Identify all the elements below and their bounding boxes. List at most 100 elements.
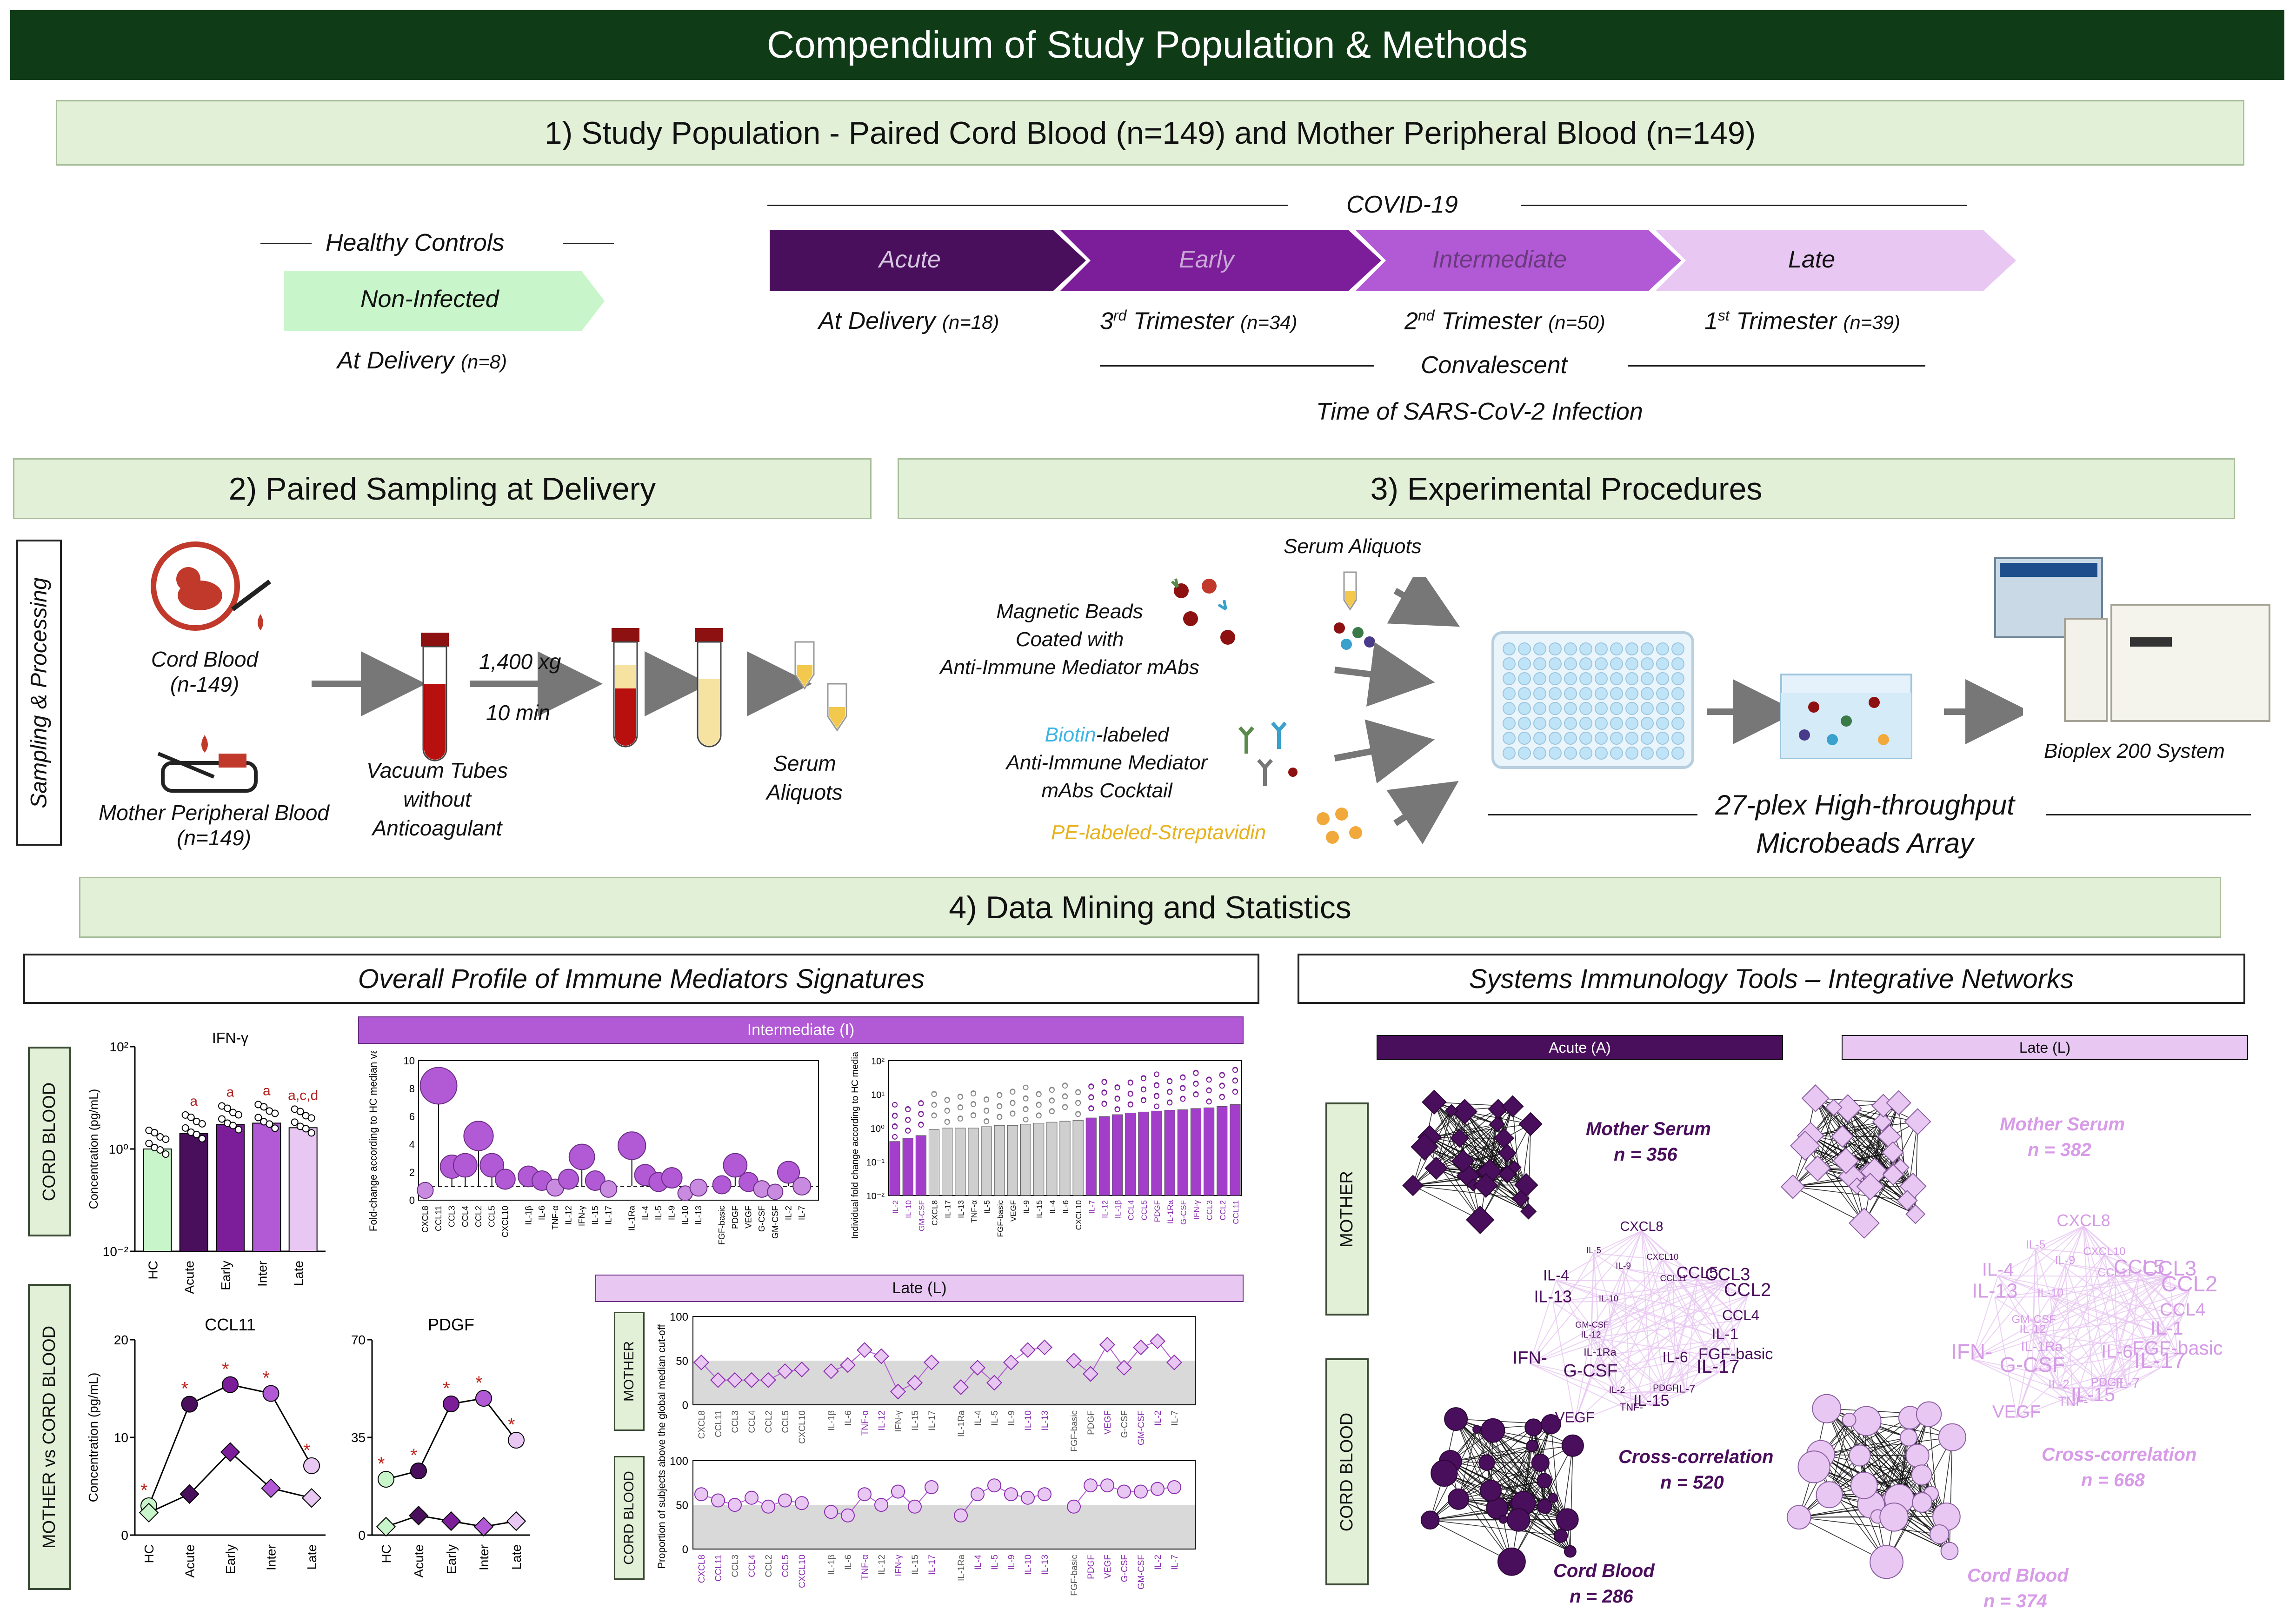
x-tick-label: IL-1Ra [957,1555,966,1581]
bar [216,1124,245,1252]
mother-serum-l: Mother Serum [2000,1114,2125,1135]
network-edge [1799,1516,1940,1535]
data-point [162,1150,170,1158]
network-edge [1810,1121,1918,1136]
lollipop-head [689,1178,708,1197]
network-edge [1450,1445,1573,1462]
network-edge [1995,1296,2050,1298]
data-point [1219,1094,1225,1100]
network-node [1848,1207,1880,1239]
convalescent-label: Convalescent [1421,352,1568,379]
x-tick-label: CCL11 [714,1555,724,1582]
network-edge [1590,1295,1748,1377]
network-edge [1463,1123,1531,1162]
cord-blood-side-box: CORD BLOOD [28,1047,71,1236]
plate-well [1610,642,1623,655]
y-tick-label: 0 [409,1195,415,1206]
data-point [918,1122,924,1128]
data-point [1206,1099,1212,1105]
network-edge [2138,1273,2183,1316]
network-edge [1810,1135,1893,1153]
data-point [1154,1103,1160,1109]
data-point [905,1128,911,1134]
bar [1190,1108,1202,1196]
significance-star: * [140,1480,148,1501]
y-tick-label: 8 [409,1083,415,1095]
plate-well [1518,717,1531,730]
x-tick-label: GM-CSF [1137,1555,1146,1590]
plate-well [1595,687,1608,700]
network-node-label: IL-17 [1697,1356,1740,1377]
data-point [858,1487,872,1502]
data-point [1075,1089,1081,1095]
plate-well [1549,657,1562,670]
network-node [1507,1508,1531,1532]
data-point [957,1116,963,1122]
data-point [794,1362,810,1377]
network-node [1564,1545,1577,1558]
network-node [1420,1510,1440,1530]
network-node [1466,1205,1495,1234]
stage-time-early: 3rd Trimester (n=34) [1100,307,1298,335]
network-node-label: FGF-basic [2132,1337,2223,1359]
significance-label: a [190,1094,198,1109]
network-edge [1623,1268,1666,1391]
x-tick-label: IL-12 [564,1206,573,1225]
network-node [1911,1464,1932,1486]
network-node [1537,1499,1552,1514]
data-point [1010,1111,1016,1117]
lollipop-head [585,1170,606,1191]
network-node-label: VEGF [1555,1409,1595,1425]
network-edge [1533,1427,1568,1520]
late-bar-2: Late (L) [1842,1035,2248,1060]
network-edge [2035,1225,2084,1249]
stage-time-late-rest: Trimester [1729,307,1843,335]
network-edge [2032,1255,2105,1334]
network-node-label: GM-CSF [1575,1320,1609,1329]
network-edge [1971,1290,2190,1360]
data-point [1232,1089,1238,1095]
network-node-label: CCL4 [1722,1307,1759,1323]
network-edge [1997,1275,2051,1297]
network-edge [1530,1280,1674,1364]
network-node [1940,1542,1959,1560]
network-node-label: IL-4 [1982,1260,2014,1280]
x-tick-label: G-CSF [757,1206,766,1232]
data-point [984,1096,990,1102]
data-point [1021,1490,1035,1505]
x-tick-label: CXCL8 [697,1410,707,1439]
data-point [1084,1478,1098,1493]
network-edge [1815,1098,1894,1175]
network-edge [1556,1280,1725,1340]
plate-well [1518,687,1531,700]
network-edge [1997,1225,2084,1276]
x-tick-label: Inter [255,1261,269,1287]
significance-star: * [443,1378,450,1399]
x-tick-label: IL-9 [1007,1410,1017,1426]
network-node [1904,1108,1931,1135]
data-point [778,1493,792,1508]
data-point [271,1124,279,1132]
stage-time-int-rest: Trimester [1434,307,1549,335]
plate-well [1595,702,1608,715]
x-tick-label: CXCL8 [931,1200,939,1226]
x-tick-label: IL-10 [680,1206,690,1225]
data-point [971,1487,985,1502]
network-edge [2050,1275,2170,1297]
data-point [1232,1078,1238,1084]
network-edge [2016,1354,2178,1418]
y-tick-label: 10² [110,1040,128,1054]
network-node [1842,1412,1857,1427]
serum-aliquots-top: Serum Aliquots [1284,535,1422,558]
data-point [1067,1499,1081,1514]
network-node-label: IL-6 [1662,1349,1688,1365]
network-edge [2064,1264,2074,1406]
plate-well [1518,702,1531,715]
plate-well [1533,687,1546,700]
plate-well [1518,642,1531,655]
data-point [693,1354,709,1370]
network-edge [1641,1230,1741,1321]
plate-well [1656,717,1669,730]
network-node-label: IL-10 [2037,1287,2063,1299]
plate-well [1625,717,1638,730]
